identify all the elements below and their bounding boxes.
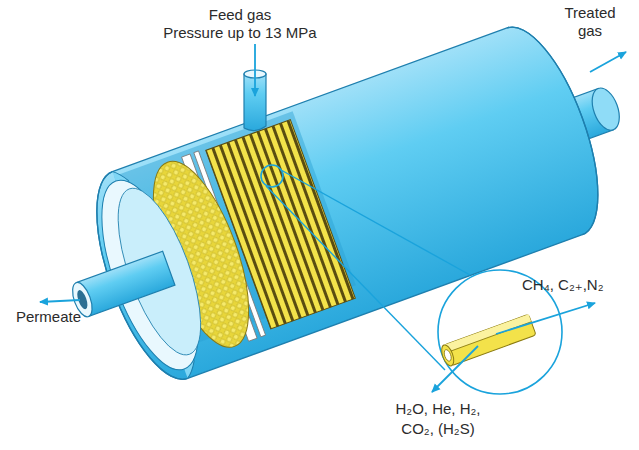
- feed-arrow: [254, 44, 256, 96]
- permeate-label: Permeate: [16, 308, 81, 326]
- leader-line: [281, 170, 470, 275]
- retentate-components: CH₄, C₂₊,N₂: [522, 276, 604, 294]
- hollow-fibre: [439, 314, 536, 367]
- leader-line: [266, 186, 445, 370]
- detail-marker: [261, 165, 283, 187]
- permeate-components: H₂O, He, H₂,: [396, 400, 481, 418]
- permeate-components: CO₂, (H₂S): [401, 420, 474, 438]
- retentate-arrow: [496, 303, 595, 334]
- feed-label: Feed gas: [209, 6, 272, 24]
- module-shell: [37, 14, 620, 405]
- permeate-flow-arrow: [432, 346, 478, 392]
- treated-arrow: [590, 52, 626, 72]
- permeate-arrow: [40, 300, 80, 302]
- treated-gas-label: Treated gas: [558, 4, 622, 40]
- pressure-label: Pressure up to 13 MPa: [163, 24, 316, 42]
